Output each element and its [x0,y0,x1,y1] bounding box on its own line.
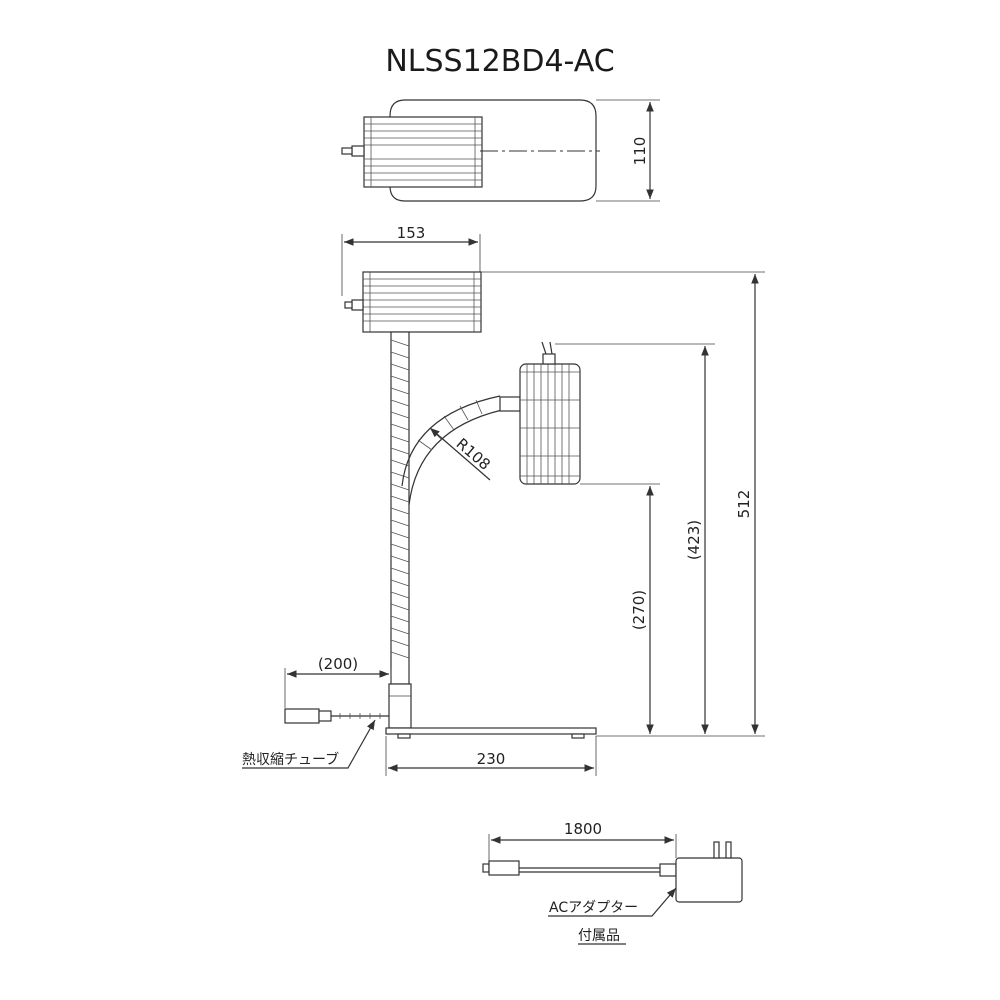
top-view: 110 [341,99,660,202]
dim-270: (270) [630,590,648,630]
stem-clamp [388,683,412,729]
heat-shrink-label: 熱収縮チューブ [242,751,339,768]
dim-110: 110 [631,137,649,166]
top-light-head [363,116,483,188]
connector-collar [318,710,332,722]
dc-plug [488,860,520,876]
upper-head-fins [363,272,481,332]
ac-adapter-body [675,857,743,903]
top-switch [351,145,365,157]
lower-switch [542,353,556,365]
gooseneck-coils [390,339,410,659]
lower-light-head [519,363,581,485]
adapter-prong-1 [713,841,720,859]
cable-connector [284,708,320,724]
radius-leader [429,427,491,481]
top-head-fins [364,117,482,187]
foot-right [571,733,585,739]
dim-1800: 1800 [564,820,602,838]
dim-radius: R108 [453,435,494,474]
dim-230: 230 [477,750,506,768]
upper-light-head [362,271,482,333]
top-switch-knob [341,147,353,155]
adapter-leader [548,887,677,917]
dc-plug-tip [482,863,490,873]
upper-switch-knob [344,301,353,309]
base-plate [385,727,597,735]
dim-153: 153 [397,224,426,242]
ac-adapter-label: ACアダプター [549,900,638,916]
adapter-prong-2 [725,841,732,859]
ac-adapter-view: 1800 ACアダプター 付属品 [482,820,743,945]
arm-inner-curve [401,395,501,487]
dim-200: (200) [318,655,358,673]
base-plate-outline [389,99,597,202]
drawing-title: NLSS12BD4-AC [385,44,614,79]
dim-423: (423) [685,520,703,560]
heat-shrink-leader [242,719,376,769]
cable-strain-relief [659,863,677,877]
lower-head-fins [520,364,580,484]
dim-512: 512 [735,490,753,519]
arm-joint [499,396,521,412]
side-view: 153 R108 [242,224,765,776]
upper-switch [351,299,364,311]
arm-outer-curve [408,409,503,506]
lower-switch-knob [541,341,553,355]
foot-left [397,733,411,739]
included-label: 付属品 [578,928,620,944]
